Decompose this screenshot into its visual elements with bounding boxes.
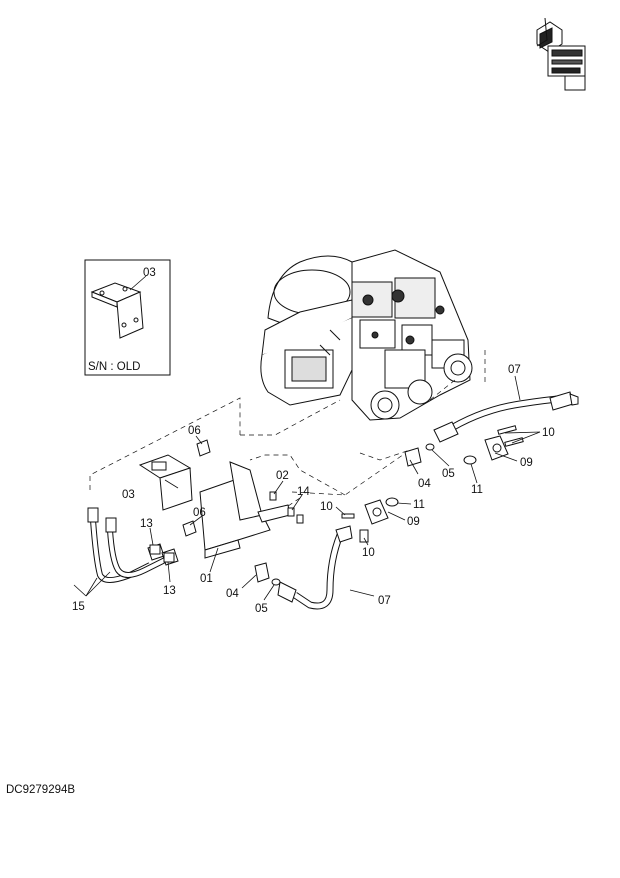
main-pump-assembly [260, 249, 473, 421]
fitting-13-b [163, 552, 175, 563]
callout-10-upper: 10 [542, 427, 555, 439]
adapter-04-upper [404, 447, 422, 467]
callout-07-lower: 07 [378, 595, 391, 607]
bolt-14a [287, 507, 295, 517]
callout-02: 02 [276, 470, 289, 482]
oring-05-upper [425, 443, 435, 451]
callout-14: 14 [297, 486, 310, 498]
callout-11-upper: 11 [471, 484, 483, 496]
callout-06-upper: 06 [188, 425, 201, 437]
bolt-10-c [341, 513, 355, 519]
inset-bracket-drawing [90, 282, 144, 339]
callout-05-lower: 05 [255, 603, 268, 615]
callout-04-upper: 04 [418, 478, 431, 490]
callout-04-lower: 04 [226, 588, 239, 600]
leader-lines [73, 375, 541, 601]
bolt-14b [296, 514, 304, 524]
machine-section-icon [536, 17, 586, 91]
callout-15: 15 [72, 601, 85, 613]
hose-15-pair [87, 507, 179, 583]
hose-07-upper [433, 391, 579, 443]
callout-11-lower: 11 [413, 499, 425, 511]
callout-06-lower: 06 [193, 507, 206, 519]
bolt-06-a [196, 439, 211, 457]
bolt-10-a [497, 425, 517, 435]
inset-old-bracket [84, 259, 171, 376]
inset-frame [84, 259, 171, 376]
oring-11-lower [385, 497, 399, 507]
oring-11-upper [463, 455, 477, 465]
bolt-10-d [359, 529, 369, 543]
inset-part-label: 03 [143, 267, 156, 279]
callout-10-left: 10 [320, 501, 333, 513]
callout-09-upper: 09 [520, 457, 533, 469]
adapter-04-lower [254, 562, 270, 583]
oring-05-lower [271, 578, 281, 586]
callout-10-lower: 10 [362, 547, 375, 559]
drawing-code: DC9279294B [6, 784, 75, 796]
callout-13-upper: 13 [140, 518, 153, 530]
inset-caption: S/N : OLD [88, 361, 140, 373]
bolt-06-b [182, 520, 197, 537]
bracket-01 [199, 461, 291, 559]
bracket-03 [138, 454, 193, 511]
callout-09-lower: 09 [407, 516, 420, 528]
hose-07-lower [277, 525, 353, 610]
callout-07-upper: 07 [508, 364, 521, 376]
callout-01: 01 [200, 573, 213, 585]
bolt-02 [269, 491, 277, 501]
callout-13-lower: 13 [163, 585, 176, 597]
small-fittings [149, 425, 524, 586]
callout-labels: 03 S/N : OLD 07 10 09 11 05 04 11 09 10 … [72, 267, 555, 615]
fitting-13-a [149, 544, 161, 555]
callout-05-upper: 05 [442, 468, 455, 480]
callout-03: 03 [122, 489, 135, 501]
